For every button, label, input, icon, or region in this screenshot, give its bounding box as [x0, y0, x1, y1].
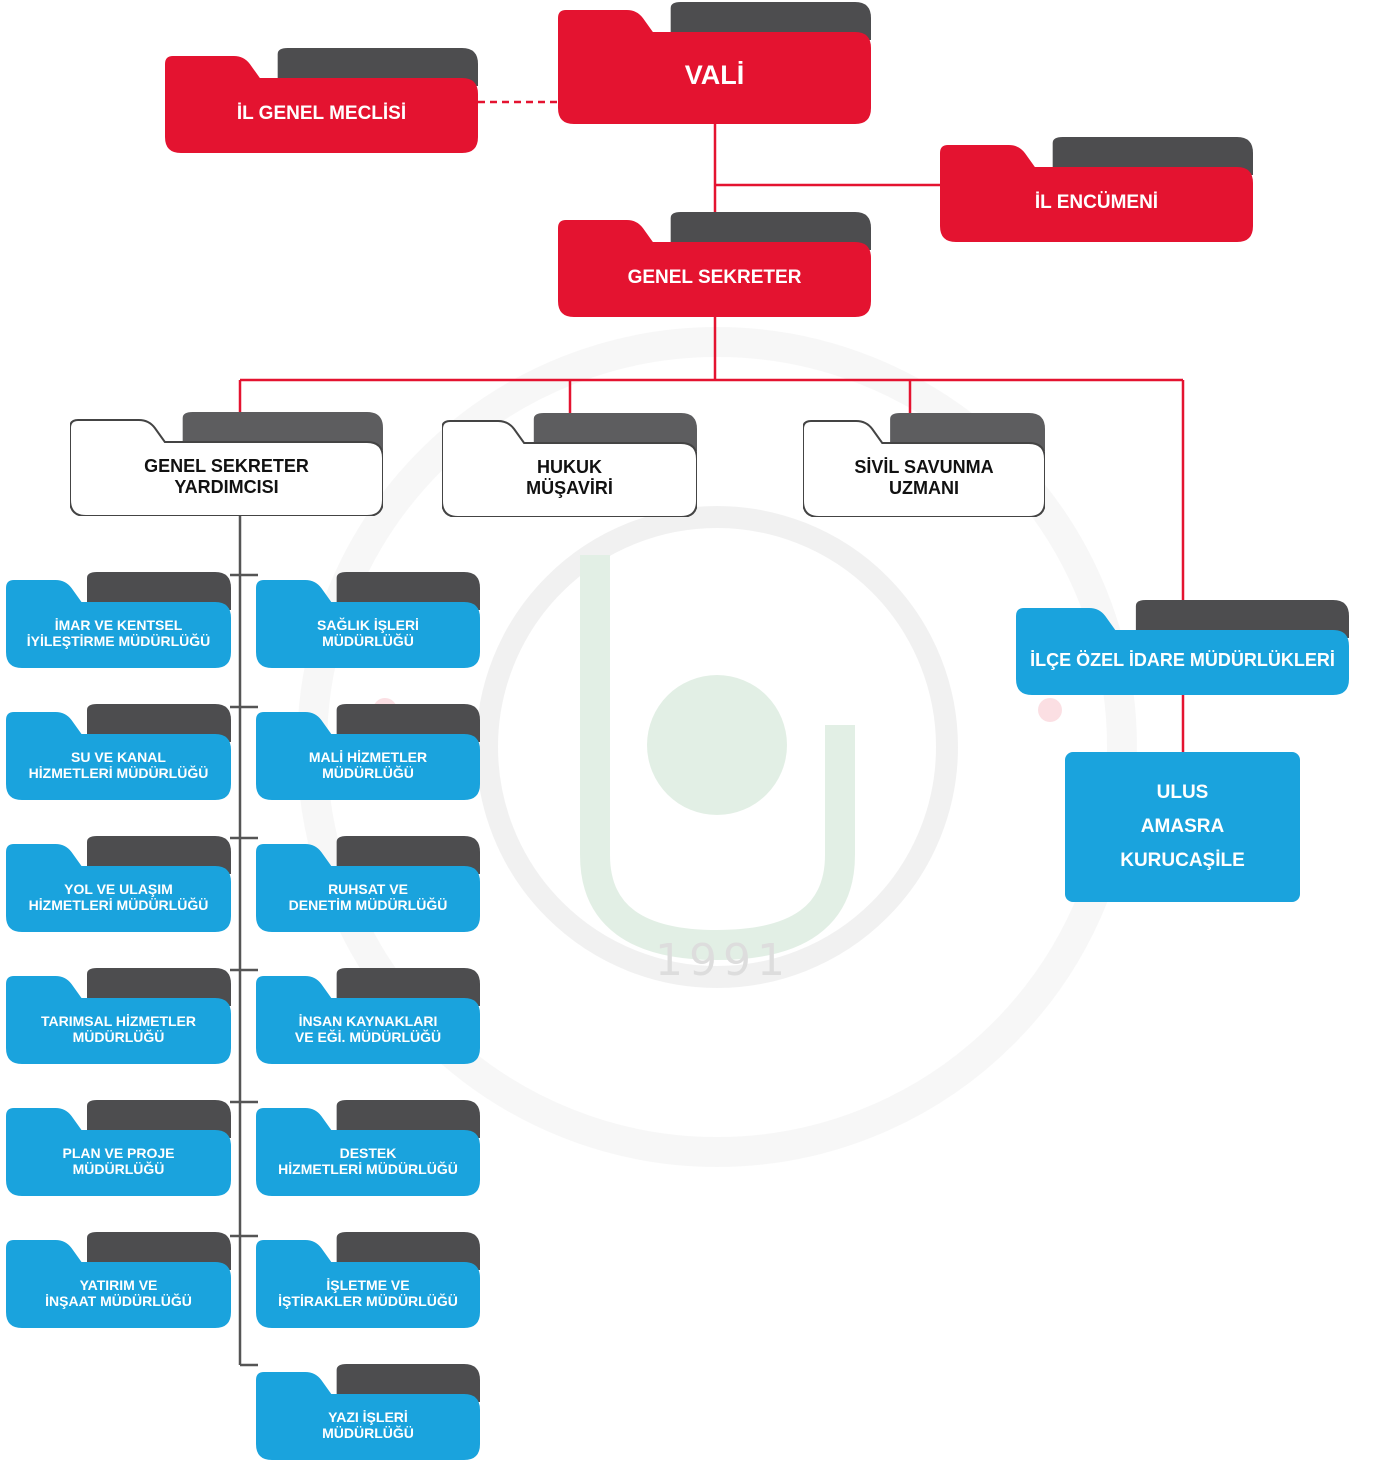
mudurluk-right-1: MALİ HİZMETLER MÜDÜRLÜĞÜ	[256, 704, 480, 800]
mudurluk-left-0: İMAR VE KENTSEL İYİLEŞTİRME MÜDÜRLÜĞÜ	[6, 572, 231, 668]
mudurluk-right-5-label: İŞLETME VE İŞTİRAKLER MÜDÜRLÜĞÜ	[278, 1276, 458, 1309]
mudurluk-right-2: RUHSAT VE DENETİM MÜDÜRLÜĞÜ	[256, 836, 480, 932]
mudurluk-right-6: YAZI İŞLERİ MÜDÜRLÜĞÜ	[256, 1364, 480, 1460]
mudurluk-left-5: YATIRIM VE İNŞAAT MÜDÜRLÜĞÜ	[6, 1232, 231, 1328]
node-vali-label: VALİ	[684, 60, 745, 91]
node-sivil-savunma-label: SİVİL SAVUNMA UZMANI	[854, 457, 994, 498]
node-hukuk-musaviri: HUKUK MÜŞAVİRİ	[442, 413, 697, 517]
mudurluk-left-1: SU VE KANAL HİZMETLERİ MÜDÜRLÜĞÜ	[6, 704, 231, 800]
mudurluk-left-4: PLAN VE PROJE MÜDÜRLÜĞÜ	[6, 1100, 231, 1196]
ilce-amasra: AMASRA	[1140, 816, 1225, 837]
mudurluk-right-0: SAĞLIK İŞLERİ MÜDÜRLÜĞÜ	[256, 572, 480, 668]
mudurluk-left-3-label: TARIMSAL HİZMETLER MÜDÜRLÜĞÜ	[40, 1012, 197, 1045]
mudurluk-left-3: TARIMSAL HİZMETLER MÜDÜRLÜĞÜ	[6, 968, 231, 1064]
mudurluk-right-1-label: MALİ HİZMETLER MÜDÜRLÜĞÜ	[308, 748, 428, 781]
mudurluk-right-2-label: RUHSAT VE DENETİM MÜDÜRLÜĞÜ	[288, 880, 448, 913]
mudurluk-left-2: YOL VE ULAŞIM HİZMETLERİ MÜDÜRLÜĞÜ	[6, 836, 231, 932]
mudurluk-right-4: DESTEK HİZMETLERİ MÜDÜRLÜĞÜ	[256, 1100, 480, 1196]
mudurluk-right-6-label: YAZI İŞLERİ MÜDÜRLÜĞÜ	[322, 1408, 414, 1441]
node-hukuk-musaviri-label: HUKUK MÜŞAVİRİ	[526, 457, 613, 498]
mudurluk-right-4-label: DESTEK HİZMETLERİ MÜDÜRLÜĞÜ	[278, 1144, 458, 1177]
node-genel-sekreter-label: GENEL SEKRETER	[627, 266, 802, 288]
node-sivil-savunma: SİVİL SAVUNMA UZMANI	[803, 413, 1045, 517]
node-il-encumeni: İL ENCÜMENİ	[940, 137, 1253, 242]
ilce-list-box: ULUS AMASRA KURUCAŞİLE	[1065, 752, 1300, 902]
node-il-encumeni-label: İL ENCÜMENİ	[1034, 191, 1159, 213]
node-genel-sekreter-yardimcisi: GENEL SEKRETER YARDIMCISI	[70, 412, 383, 516]
node-il-genel-meclisi: İL GENEL MECLİSİ	[165, 48, 478, 153]
mudurluk-right-3: İNSAN KAYNAKLARI VE EĞİ. MÜDÜRLÜĞÜ	[256, 968, 480, 1064]
mudurluk-right-3-label: İNSAN KAYNAKLARI VE EĞİ. MÜDÜRLÜĞÜ	[294, 1012, 442, 1045]
node-ilce-ozel-idare: İLÇE ÖZEL İDARE MÜDÜRLÜKLERİ	[1016, 600, 1349, 695]
watermark-year: 1991	[655, 935, 791, 986]
node-vali: VALİ	[558, 2, 871, 124]
mudurluk-right-5: İŞLETME VE İŞTİRAKLER MÜDÜRLÜĞÜ	[256, 1232, 480, 1328]
mudurluk-left-2-label: YOL VE ULAŞIM HİZMETLERİ MÜDÜRLÜĞÜ	[28, 880, 209, 913]
node-ilce-ozel-idare-label: İLÇE ÖZEL İDARE MÜDÜRLÜKLERİ	[1030, 650, 1335, 671]
ilce-kurucasile: KURUCAŞİLE	[1120, 850, 1245, 871]
mudurluk-left-0-label: İMAR VE KENTSEL İYİLEŞTİRME MÜDÜRLÜĞÜ	[26, 616, 211, 649]
node-genel-sekreter: GENEL SEKRETER	[558, 212, 871, 317]
mudurluk-left-5-label: YATIRIM VE İNŞAAT MÜDÜRLÜĞÜ	[45, 1276, 192, 1309]
mudurluk-left-4-label: PLAN VE PROJE MÜDÜRLÜĞÜ	[62, 1144, 175, 1177]
mudurluk-right-0-label: SAĞLIK İŞLERİ MÜDÜRLÜĞÜ	[317, 616, 419, 649]
node-genel-sekreter-yardimcisi-label: GENEL SEKRETER YARDIMCISI	[144, 456, 309, 497]
ilce-ulus: ULUS	[1156, 782, 1209, 803]
node-il-genel-meclisi-label: İL GENEL MECLİSİ	[236, 102, 407, 124]
mudurluk-left-1-label: SU VE KANAL HİZMETLERİ MÜDÜRLÜĞÜ	[28, 748, 209, 781]
